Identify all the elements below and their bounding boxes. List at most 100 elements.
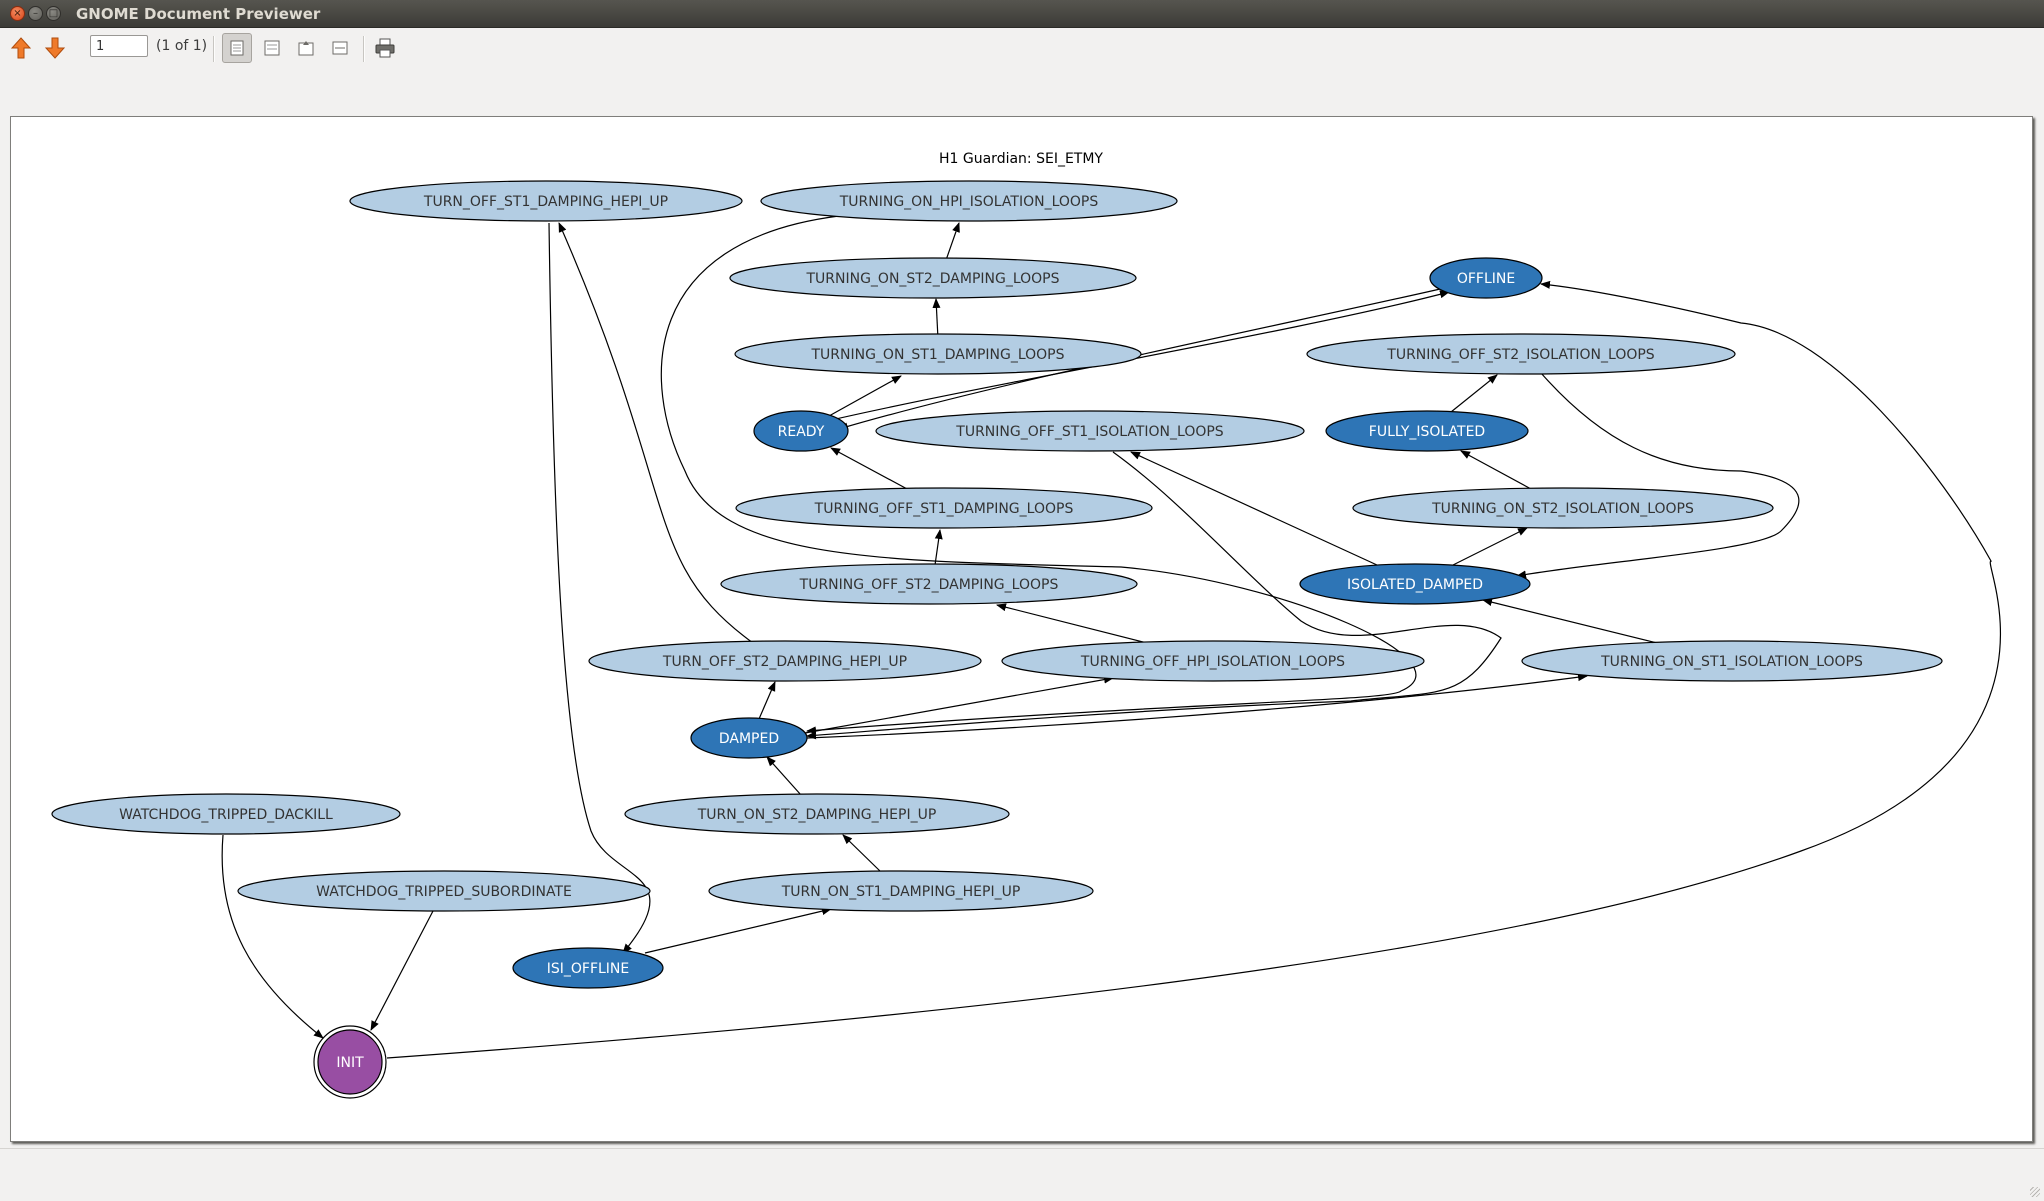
edge-turn_on_st2_damping_hepi_up-to-damped [766, 756, 802, 796]
toolbar: (1 of 1) [0, 28, 2044, 64]
node-turn-on-st2-damping-hepi-up: TURN_ON_ST2_DAMPING_HEPI_UP [624, 793, 1010, 835]
node-shape [1001, 640, 1425, 682]
document-page: H1 Guardian: SEI_ETMY TURN_OFF_ST1_DAMPI… [10, 116, 2033, 1142]
zoom-width-button[interactable] [325, 33, 355, 63]
node-isolated-damped: ISOLATED_DAMPED [1299, 563, 1531, 605]
status-area [0, 1148, 2044, 1201]
node-shape [512, 947, 664, 989]
node-turning-off-st1-isolation-loops: TURNING_OFF_ST1_ISOLATION_LOOPS [875, 410, 1305, 452]
node-shape [734, 333, 1142, 375]
node-label: TURNING_ON_HPI_ISOLATION_LOOPS [839, 194, 1099, 210]
node-turning-on-hpi-isolation-loops: TURNING_ON_HPI_ISOLATION_LOOPS [760, 180, 1178, 222]
continuous-view-button[interactable] [222, 33, 252, 63]
node-label: INIT [336, 1055, 364, 1071]
node-label: TURNING_ON_ST1_DAMPING_LOOPS [810, 347, 1064, 363]
edge-damped-to-turning_on_st1_isolation_loops [806, 673, 1588, 739]
init-outer-ring [313, 1025, 387, 1099]
node-label: TURNING_OFF_ST2_DAMPING_LOOPS [799, 577, 1059, 593]
node-turning-off-st2-isolation-loops: TURNING_OFF_ST2_ISOLATION_LOOPS [1306, 333, 1736, 375]
node-turning-on-st1-isolation-loops: TURNING_ON_ST1_ISOLATION_LOOPS [1521, 640, 1943, 682]
node-shape [1325, 410, 1529, 452]
edge-turning_off_hpi_isolation_loops-to-turning_off_st2_damping_loops [996, 603, 1148, 644]
edge-turning_on_st2_damping_loops-to-turning_on_hpi_isolation_loops [944, 222, 960, 264]
edge-turning_off_st2_damping_loops-to-turning_off_st1_damping_loops [934, 529, 943, 566]
print-button[interactable] [370, 33, 400, 63]
node-shape [1429, 257, 1543, 299]
node-label: DAMPED [719, 731, 779, 747]
edge-isolated_damped-to-turning_off_st1_isolation_loops [1130, 451, 1378, 566]
node-shape [349, 180, 743, 222]
node-label: OFFLINE [1457, 271, 1515, 287]
zoom-fit-button[interactable] [291, 33, 321, 63]
node-turning-off-hpi-isolation-loops: TURNING_OFF_HPI_ISOLATION_LOOPS [1001, 640, 1425, 682]
edge-turning_on_st1_isolation_loops-to-isolated_damped [1482, 598, 1658, 644]
minimize-icon: – [33, 8, 38, 19]
maximize-window-button[interactable]: □ [46, 6, 61, 21]
graph-nodes: TURN_OFF_ST1_DAMPING_HEPI_UP TURNING_ON_H… [51, 180, 1943, 1099]
toolbar-separator [363, 36, 365, 62]
node-label: TURN_OFF_ST2_DAMPING_HEPI_UP [662, 654, 907, 670]
arrow-up-icon [10, 37, 32, 59]
graph-title: H1 Guardian: SEI_ETMY [939, 151, 1103, 167]
maximize-icon: □ [48, 8, 59, 19]
edge-isi_offline-to-turn_on_st1_damping_hepi_up [644, 907, 832, 954]
edge-fully_isolated-to-turning_off_st2_isolation_loops [1450, 374, 1498, 413]
node-shape [760, 180, 1178, 222]
node-shape [753, 410, 849, 452]
arrow-down-icon [44, 37, 66, 59]
node-turning-on-st2-damping-loops: TURNING_ON_ST2_DAMPING_LOOPS [729, 257, 1137, 299]
edge-turning_off_st2_isolation_loops-to-isolated_damped [1516, 372, 1800, 579]
node-label: TURNING_ON_ST2_DAMPING_LOOPS [805, 271, 1059, 287]
node-label: TURN_ON_ST2_DAMPING_HEPI_UP [697, 807, 937, 823]
node-damped: DAMPED [690, 717, 808, 759]
node-shape [708, 870, 1094, 912]
node-turn-off-st1-damping-hepi-up: TURN_OFF_ST1_DAMPING_HEPI_UP [349, 180, 743, 222]
edge-turn_off_st1_damping_hepi_up-to-isi_offline [548, 222, 651, 954]
node-label: TURNING_OFF_ST1_DAMPING_LOOPS [814, 501, 1074, 517]
edge-watchdog_tripped_subordinate-to-init [370, 910, 434, 1031]
resize-grip[interactable] [2030, 1187, 2040, 1197]
node-shape [1521, 640, 1943, 682]
node-turning-off-st1-damping-loops: TURNING_OFF_ST1_DAMPING_LOOPS [735, 487, 1153, 529]
node-label: FULLY_ISOLATED [1369, 424, 1485, 440]
next-page-button[interactable] [40, 33, 70, 63]
minimize-window-button[interactable]: – [28, 6, 43, 21]
node-watchdog-tripped-subordinate: WATCHDOG_TRIPPED_SUBORDINATE [237, 870, 651, 912]
edge-ready-to-offline [826, 290, 1450, 422]
edge-turning_on_hpi_isolation_loops-to-damped [660, 215, 1417, 735]
node-label: WATCHDOG_TRIPPED_SUBORDINATE [316, 884, 572, 900]
node-label: TURNING_ON_ST2_ISOLATION_LOOPS [1431, 501, 1694, 517]
node-isi-offline: ISI_OFFLINE [512, 947, 664, 989]
node-label: ISOLATED_DAMPED [1347, 577, 1483, 593]
node-turn-on-st1-damping-hepi-up: TURN_ON_ST1_DAMPING_HEPI_UP [708, 870, 1094, 912]
edge-ready-to-turning_on_st1_damping_loops [828, 375, 902, 417]
node-turning-on-st1-damping-loops: TURNING_ON_ST1_DAMPING_LOOPS [734, 333, 1142, 375]
edge-watchdog_tripped_dackill-to-init [221, 834, 324, 1039]
dual-page-view-button[interactable] [257, 33, 287, 63]
node-label: WATCHDOG_TRIPPED_DACKILL [119, 807, 333, 823]
edge-turning_off_st1_isolation_loops-to-damped [806, 451, 1502, 740]
edge-turning_on_st2_isolation_loops-to-fully_isolated [1460, 450, 1532, 490]
node-turning-off-st2-damping-loops: TURNING_OFF_ST2_DAMPING_LOOPS [720, 563, 1138, 605]
node-label: TURNING_OFF_ST1_ISOLATION_LOOPS [955, 424, 1224, 440]
page-count-label: (1 of 1) [156, 38, 208, 54]
node-shape [51, 793, 401, 835]
toolbar-separator [213, 36, 215, 62]
edge-isolated_damped-to-turning_on_st2_isolation_loops [1450, 527, 1528, 567]
page-number-input[interactable] [90, 35, 148, 57]
edge-init-to-offline [386, 280, 2002, 1059]
node-label: TURNING_OFF_HPI_ISOLATION_LOOPS [1080, 654, 1345, 670]
edge-damped-to-turning_off_hpi_isolation_loops [804, 675, 1114, 734]
previous-page-button[interactable] [6, 33, 36, 63]
node-label: TURN_ON_ST1_DAMPING_HEPI_UP [781, 884, 1021, 900]
node-shape [317, 1029, 383, 1095]
close-icon: × [13, 8, 22, 19]
node-shape [1299, 563, 1531, 605]
edge-turning_off_st1_damping_loops-to-ready [830, 447, 910, 491]
close-window-button[interactable]: × [10, 6, 25, 21]
document-viewer[interactable]: H1 Guardian: SEI_ETMY TURN_OFF_ST1_DAMPI… [0, 108, 2044, 1148]
window-title: GNOME Document Previewer [76, 5, 321, 23]
window-titlebar: × – □ GNOME Document Previewer [0, 0, 2044, 28]
dual-page-view-icon [264, 40, 280, 56]
edge-turn_off_st2_damping_hepi_up-to-turn_off_st1_damping_hepi_up [558, 222, 754, 644]
